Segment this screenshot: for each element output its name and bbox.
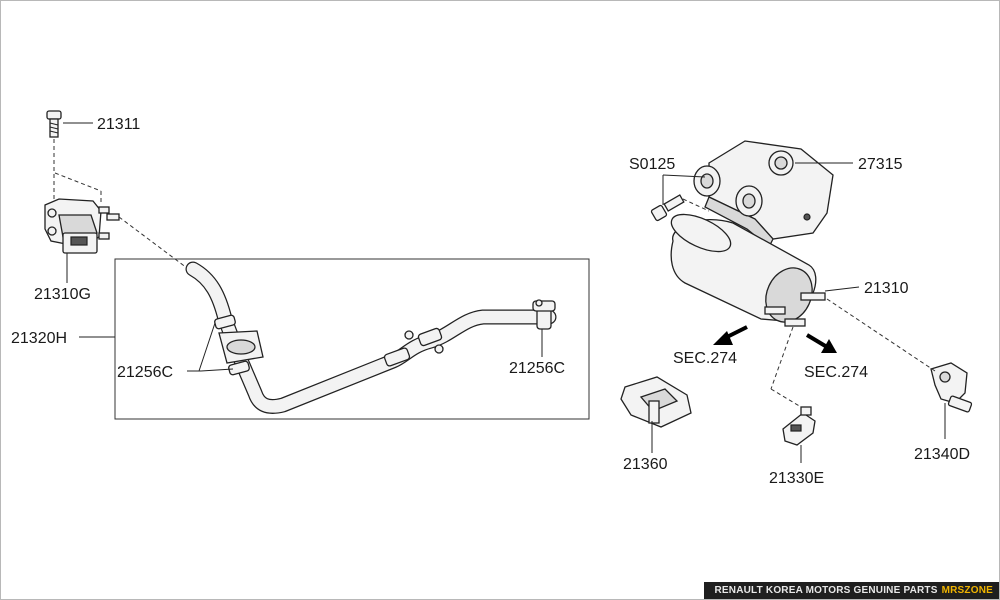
section-arrow-right (805, 333, 837, 353)
hose-clamp-21256C-right[interactable] (532, 299, 556, 312)
bolt-21311[interactable] (46, 110, 62, 138)
label-21330E: 21330E (769, 470, 824, 487)
vapor-hose-21320H[interactable] (185, 261, 557, 414)
purge-valve-21310G[interactable] (44, 198, 120, 254)
label-21256C-left: 21256C (117, 364, 173, 381)
hose-clip-21360[interactable] (620, 376, 692, 428)
label-sec274-left: SEC.274 (673, 350, 737, 367)
grommet-S0125[interactable] (693, 165, 763, 217)
bolt-S0125[interactable] (650, 194, 685, 222)
label-21340D: 21340D (914, 446, 970, 463)
connector-21330E[interactable] (782, 406, 816, 446)
hose-clamp-21256C-left[interactable] (214, 314, 250, 376)
label-21310G: 21310G (34, 286, 91, 303)
hose-assembly-boundary (114, 258, 590, 420)
label-27315: 27315 (858, 156, 903, 173)
elbow-fitting-21340D[interactable] (930, 362, 973, 413)
charcoal-canister-21310[interactable] (666, 207, 826, 330)
label-21320H: 21320H (11, 330, 67, 347)
label-21311: 21311 (97, 116, 140, 133)
label-S0125: S0125 (629, 156, 675, 173)
label-sec274-right: SEC.274 (804, 364, 868, 381)
label-21310: 21310 (864, 280, 909, 297)
footer-brand[interactable]: MRSZONE (941, 585, 993, 596)
footer-text: RENAULT KOREA MOTORS GENUINE PARTS (714, 585, 938, 596)
canister-bracket-27315[interactable] (704, 140, 834, 249)
section-arrow-left (713, 325, 748, 345)
label-21256C-right: 21256C (509, 360, 565, 377)
label-21360: 21360 (623, 456, 668, 473)
